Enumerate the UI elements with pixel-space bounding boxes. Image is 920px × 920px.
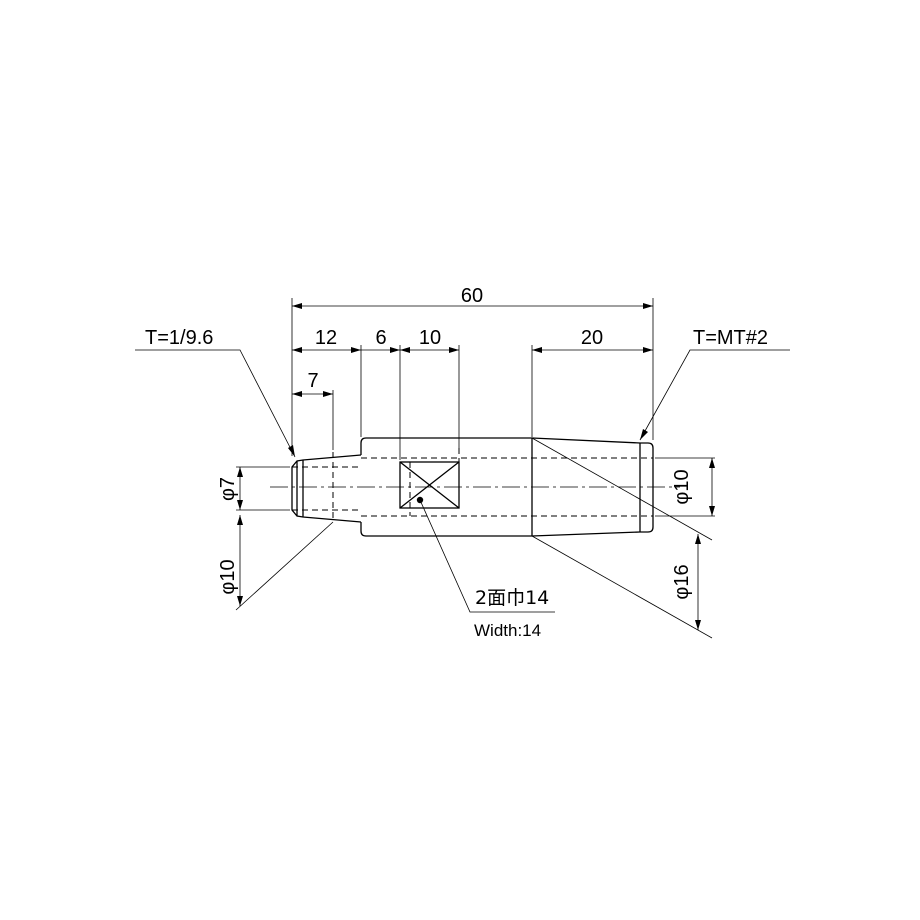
taper-right-note: T=MT#2 xyxy=(693,327,768,349)
dia-phi10-right: φ10 xyxy=(671,469,693,504)
dim-10: 10 xyxy=(419,327,441,349)
taper-left-note: T=1/9.6 xyxy=(145,327,213,349)
hidden-lines xyxy=(292,448,653,522)
dimension-text: 60 12 6 10 20 7 T=1/9.6 T=MT#2 φ7 φ10 φ1… xyxy=(145,285,768,640)
wrench-flat xyxy=(399,461,460,509)
dimension-lines xyxy=(237,303,715,630)
dim-7: 7 xyxy=(307,370,318,392)
dia-phi7: φ7 xyxy=(217,477,239,501)
dim-20: 20 xyxy=(581,327,603,349)
leader-dot xyxy=(416,496,424,504)
dia-phi16: φ16 xyxy=(671,564,693,599)
leaders xyxy=(135,349,790,613)
flat-width-note-jp: 2面巾14 xyxy=(475,587,549,609)
dia-phi10-left: φ10 xyxy=(217,559,239,594)
dim-60: 60 xyxy=(461,285,483,307)
dim-6: 6 xyxy=(375,327,386,349)
flat-width-note-en: Width:14 xyxy=(474,621,541,640)
dim-12: 12 xyxy=(315,327,337,349)
